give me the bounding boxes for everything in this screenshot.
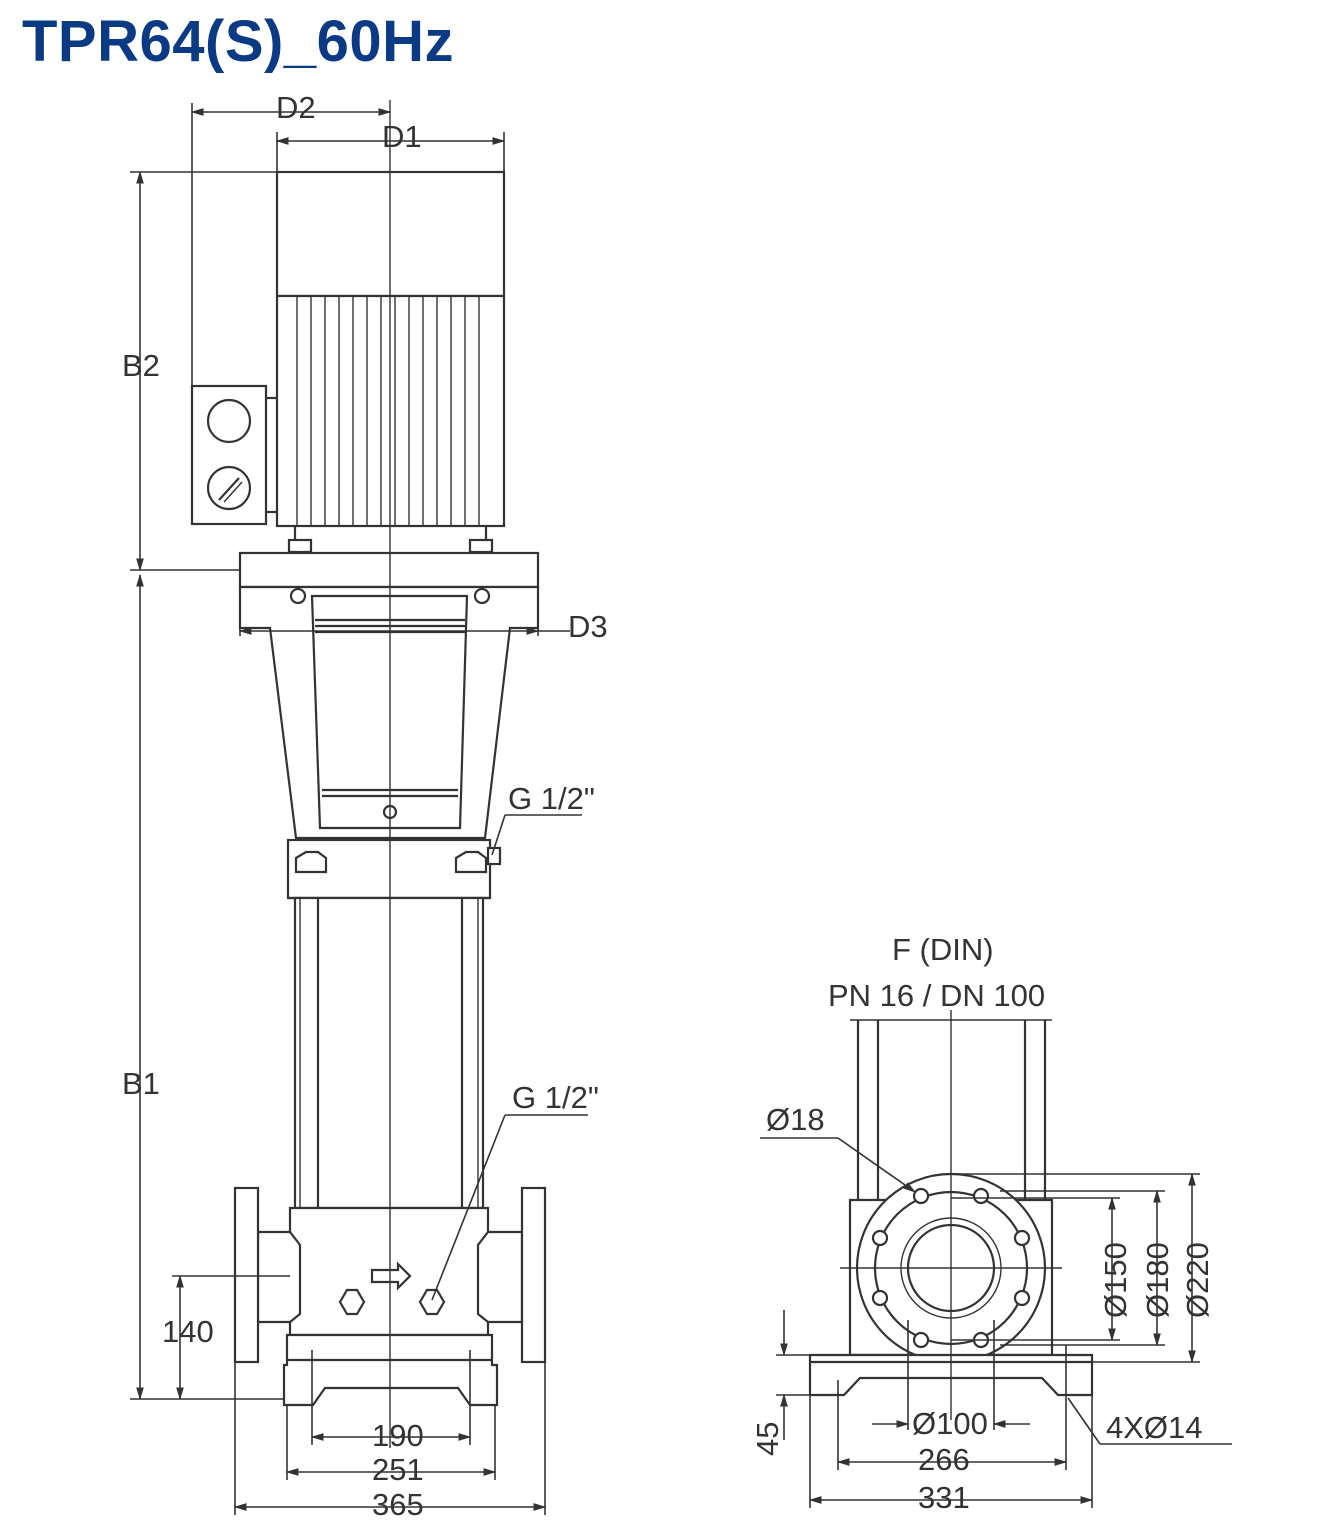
bolt-hole-icon [972, 1187, 990, 1205]
bolt-hole-icon [1013, 1289, 1031, 1307]
inlet-flange [233, 1186, 260, 1364]
dimension-label-331: 331 [918, 1480, 970, 1515]
dimension-label-d100: Ø100 [912, 1406, 988, 1441]
cable-gland-icon [206, 398, 252, 444]
dimensions [130, 103, 588, 1515]
nut-icon [294, 850, 328, 874]
dimension-label-4x14: 4XØ14 [1106, 1410, 1203, 1445]
dimension-label-266: 266 [918, 1442, 970, 1477]
connection-label-lower: G 1/2" [512, 1080, 599, 1115]
pump-sleeve [293, 896, 485, 1335]
bolt-hole-icon [871, 1289, 889, 1307]
outlet-flange [520, 1186, 547, 1364]
mounting-plate [238, 551, 540, 589]
drain-plug-icon [338, 1288, 366, 1316]
lantern-window [310, 594, 469, 830]
bolt-hole-icon [871, 1229, 889, 1247]
front-view: D2 D1 D3 B2 B1 G 1/2" G 1/2" 140 190 251… [122, 90, 608, 1522]
dimension-label-365: 365 [372, 1487, 424, 1522]
page-title: TPR64(S)_60Hz [22, 9, 454, 74]
bolt-icon [468, 538, 494, 554]
dimension-label-hole-18: Ø18 [766, 1102, 825, 1137]
dimension-label-d150: Ø150 [1098, 1242, 1133, 1318]
side-dimensions [760, 1137, 1232, 1508]
dimension-label-d3: D3 [568, 609, 608, 644]
dimension-label-d180: Ø180 [1140, 1242, 1175, 1318]
dimension-label-140: 140 [162, 1314, 214, 1349]
lantern-body [238, 585, 540, 840]
pump-head [286, 838, 502, 900]
dimension-label-d1: D1 [382, 119, 422, 154]
outlet-nozzle [476, 1230, 524, 1324]
bolt-hole-icon [1013, 1229, 1031, 1247]
dimension-label-d2: D2 [276, 90, 316, 125]
bolt-icon [289, 587, 307, 605]
dimension-label-b1: B1 [122, 1066, 160, 1101]
inlet-nozzle [256, 1230, 302, 1324]
terminal-box [190, 384, 268, 526]
flange-spec: PN 16 / DN 100 [828, 978, 1045, 1013]
flange-title: F (DIN) [892, 932, 994, 967]
dimension-label-d220: Ø220 [1180, 1242, 1215, 1318]
nut-icon [454, 850, 488, 874]
dimension-label-190: 190 [372, 1418, 424, 1453]
drain-plug-icon [418, 1288, 446, 1316]
dimension-label-b2: B2 [122, 348, 160, 383]
motor-stool [238, 551, 540, 857]
bolt-icon [287, 538, 313, 554]
motor-cooling-fins [296, 296, 480, 526]
connection-label-upper: G 1/2" [508, 781, 595, 816]
dimension-label-251: 251 [372, 1452, 424, 1487]
bolt-hole-icon [912, 1187, 930, 1205]
side-view: F (DIN) PN 16 / DN 100 [750, 932, 1232, 1515]
bolt-hole-icon [912, 1331, 930, 1349]
motor [190, 170, 506, 554]
cable-gland-icon [206, 465, 252, 511]
bolt-icon [473, 587, 491, 605]
flow-direction-arrow-icon [370, 1261, 412, 1291]
pump-base [233, 1186, 547, 1407]
dimension-label-45: 45 [750, 1422, 785, 1456]
